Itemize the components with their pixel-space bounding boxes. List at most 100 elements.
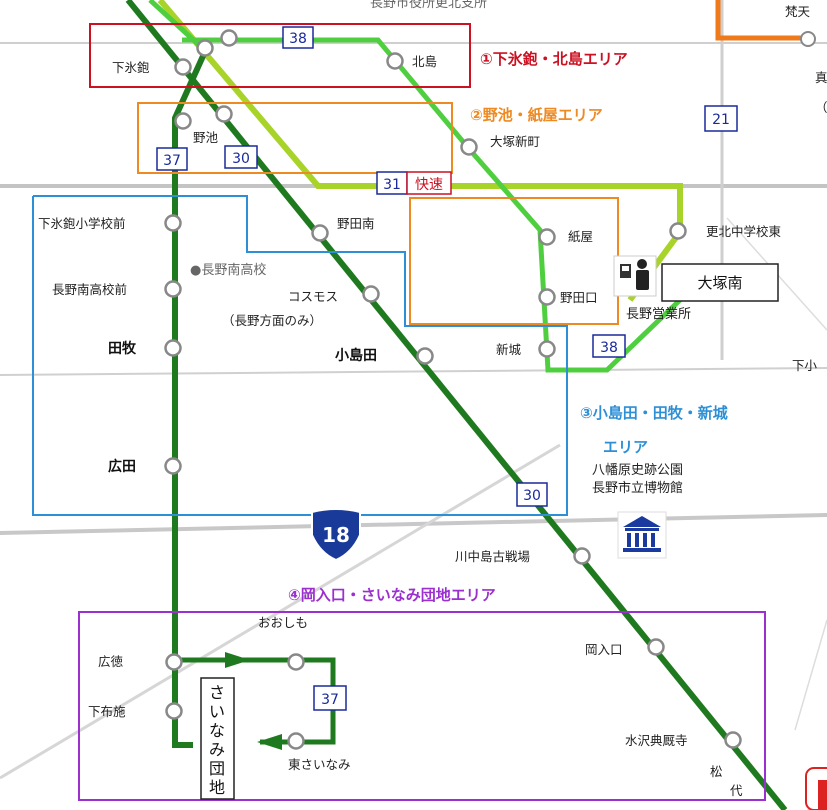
danchi-char-1: さ (209, 683, 225, 702)
danchi-char-4: み (209, 740, 225, 759)
stop-mizusawa-tenkyuji[interactable] (724, 731, 742, 749)
stop-transfer-a[interactable] (196, 39, 214, 57)
museum-icon (617, 511, 667, 559)
stop-label-kojimada: 小島田 (335, 347, 377, 364)
route-37-line (172, 43, 211, 748)
stop-label-shimohigano: 下氷鉋 (112, 60, 150, 75)
area-1-box (89, 23, 471, 88)
right-partial-label-3: 下小 (792, 358, 818, 373)
stop-label-koutoku: 広徳 (98, 654, 124, 669)
stop-label-otsuka-shinmachi: 大塚新町 (490, 134, 540, 149)
place-nagano-eigyosho: 長野営業所 (626, 306, 691, 322)
stop-label-cosmos: コスモス (288, 289, 338, 304)
express-route-line (157, 0, 683, 302)
route-38-line (182, 37, 682, 373)
stop-shimohigano-shogakko-mae[interactable] (164, 214, 182, 232)
stop-hirota[interactable] (164, 457, 182, 475)
stop-label-nodaminami: 野田南 (337, 216, 375, 231)
area-4-title: ④岡入口・さいなみ団地エリア (288, 586, 496, 604)
route-number-boxes: 38 21 37 30 31 快速 38 30 37 (156, 26, 738, 711)
stop-noike-a[interactable] (174, 112, 192, 130)
danchi-char-3: な (209, 721, 225, 740)
bottom-right-partial-label-1: 松 (710, 764, 723, 779)
right-partial-label-1: 真 (815, 70, 827, 85)
arrow-left-icon (257, 734, 282, 750)
stop-label-kamiya: 紙屋 (568, 229, 593, 244)
route-21-label: 21 (712, 112, 730, 128)
stop-label-kitajima: 北島 (412, 54, 437, 69)
stop-transfer-b[interactable] (220, 29, 238, 47)
place-museum-line1: 八幡原史跡公園 (592, 462, 683, 478)
stop-marker[interactable] (800, 31, 816, 47)
stop-nodaguchi[interactable] (538, 288, 556, 306)
stop-label-nodaguchi: 野田口 (560, 290, 598, 305)
area-2-title: ②野池・紙屋エリア (470, 106, 603, 124)
route-30-upper-label: 30 (232, 151, 250, 167)
place-nagano-minami-koko: ●長野南高校 (190, 262, 266, 278)
stop-label-shimofuse: 下布施 (88, 704, 126, 719)
top-poi-label: 長野市役所更北支所 (370, 0, 487, 11)
stop-ooshimo[interactable] (287, 653, 305, 671)
danchi-char-6: 地 (209, 778, 225, 797)
danchi-char-2: い (209, 702, 225, 721)
route-30-lower-label: 30 (523, 488, 541, 504)
stop-otsuka-shinmachi[interactable] (460, 138, 478, 156)
express-label: 快速 (415, 177, 443, 193)
stop-label-cosmos-note: （長野方面のみ） (222, 313, 322, 328)
stop-label-nagano-minami-koko-mae: 長野南高校前 (52, 282, 127, 297)
stop-tamaki[interactable] (164, 339, 182, 357)
stop-label-okairiguchi: 岡入口 (585, 642, 623, 657)
orange-route-line (715, 0, 815, 41)
stop-label-ooshimo: おおしも (258, 615, 308, 630)
stop-nagano-minami-koko-mae[interactable] (164, 280, 182, 298)
stop-kamiya[interactable] (538, 228, 556, 246)
main-diagonal-line (125, 0, 788, 810)
stop-label-kohoku-chugakko-higashi: 更北中学校東 (706, 224, 782, 239)
area-3-box (32, 195, 568, 516)
stop-label-higashi-sainami: 東さいなみ (288, 757, 351, 772)
area-4-box (78, 611, 766, 801)
stop-label-kawanakajima-kosenjo: 川中島古戦場 (455, 549, 530, 564)
stop-kitajima[interactable] (386, 52, 404, 70)
route-18-label: 18 (322, 523, 350, 547)
otsuka-minami-callout: 大塚南 (661, 263, 779, 302)
stop-label-hirota: 広田 (108, 458, 136, 475)
area-3-title-line1: ③小島田・田牧・新城 (580, 404, 728, 422)
otsuka-minami-label: 大塚南 (697, 274, 742, 292)
stop-okairiguchi[interactable] (647, 638, 665, 656)
stops (164, 29, 742, 750)
stop-label-mizusawa-tenkyuji: 水沢典厩寺 (625, 733, 688, 748)
route-18-shield-icon: 18 (311, 508, 361, 562)
area-2b-box (409, 197, 619, 325)
stop-noike-b[interactable] (215, 105, 233, 123)
sainami-danchi-label: さ い な み 団 地 (200, 677, 235, 800)
stop-cosmos[interactable] (362, 285, 380, 303)
area-2-box (137, 102, 453, 174)
stop-nodaminami[interactable] (311, 224, 329, 242)
place-museum-line2: 長野市立博物館 (592, 480, 683, 496)
stop-kojimada[interactable] (416, 347, 434, 365)
stop-shimohigano[interactable] (174, 58, 192, 76)
stop-higashi-sainami[interactable] (287, 732, 305, 750)
stop-shinjo[interactable] (538, 340, 556, 358)
route-31-label: 31 (383, 177, 401, 193)
route-37-lower-label: 37 (321, 692, 339, 708)
route-37-loop (175, 657, 336, 745)
arrow-right-icon (225, 652, 250, 668)
stop-kawanakajima-kosenjo[interactable] (573, 547, 591, 565)
stop-label-shimohigano-shogakko-mae: 下氷鉋小学校前 (38, 216, 126, 231)
right-partial-label-2: （ (815, 100, 827, 115)
stop-label-shinjo: 新城 (496, 342, 522, 357)
stop-koutoku[interactable] (165, 653, 183, 671)
stop-kohoku-chugakko-higashi[interactable] (669, 222, 687, 240)
danchi-char-5: 団 (209, 759, 225, 778)
stop-label-tamaki: 田牧 (108, 340, 137, 357)
top-right-partial-label: 梵天 (785, 4, 811, 19)
route-38-top-label: 38 (289, 31, 307, 47)
area-1-title: ①下氷鉋・北島エリア (480, 50, 628, 68)
stop-shimofuse[interactable] (165, 702, 183, 720)
bottom-right-partial-label-2: 代 (730, 783, 743, 798)
area-3-title-line2: エリア (603, 438, 648, 456)
route-38-right-label: 38 (600, 340, 618, 356)
